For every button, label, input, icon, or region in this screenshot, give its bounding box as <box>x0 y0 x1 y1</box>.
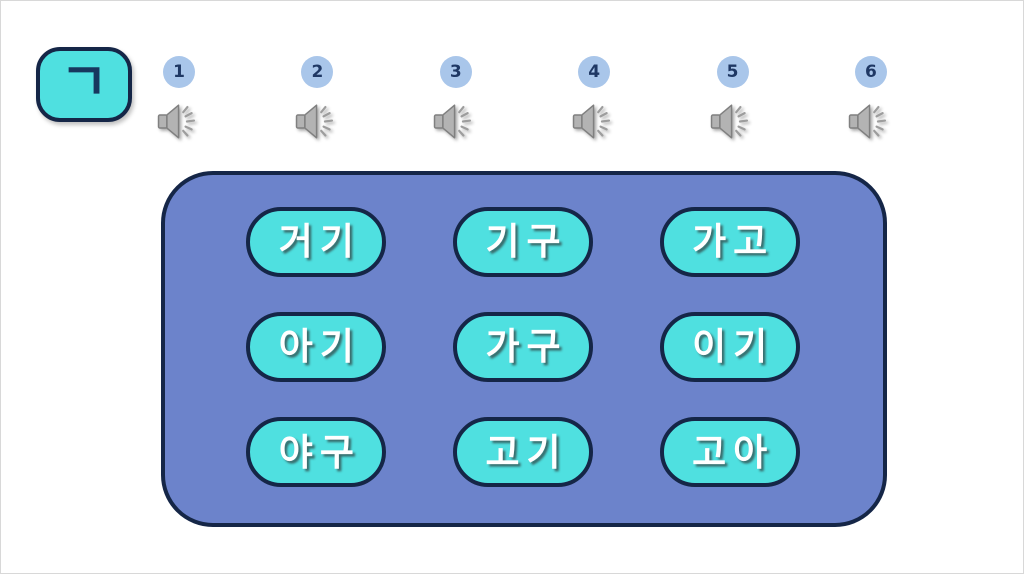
word-label: 거기 <box>278 220 361 264</box>
audio-track-2: 2 <box>289 56 345 142</box>
audio-track-4: 4 <box>566 56 622 142</box>
word-button[interactable]: 거기 <box>246 206 387 277</box>
word-label: 가고 <box>692 220 775 264</box>
audio-number-badge: 5 <box>716 56 749 88</box>
consonant-label: ㄱ <box>60 52 108 113</box>
word-label: 야구 <box>278 430 361 474</box>
speaker-icon[interactable] <box>709 101 756 142</box>
word-button[interactable]: 이기 <box>659 311 800 382</box>
word-label: 고기 <box>485 430 568 474</box>
word-label: 아기 <box>278 325 361 369</box>
word-label: 기구 <box>485 220 568 264</box>
word-button[interactable]: 아기 <box>246 311 387 382</box>
word-button[interactable]: 가고 <box>659 206 800 277</box>
word-label: 고아 <box>692 430 775 474</box>
word-button[interactable]: 고기 <box>452 417 593 488</box>
audio-track-row: 1 2 <box>151 56 899 142</box>
audio-number-badge: 4 <box>578 56 611 88</box>
word-button[interactable]: 야구 <box>246 417 387 488</box>
audio-track-1: 1 <box>151 56 207 142</box>
speaker-icon[interactable] <box>294 101 341 142</box>
audio-track-3: 3 <box>428 56 484 142</box>
speaker-icon[interactable] <box>156 101 203 142</box>
audio-track-5: 5 <box>705 56 761 142</box>
audio-number-badge: 2 <box>301 56 334 88</box>
word-button[interactable]: 고아 <box>659 417 800 488</box>
word-button[interactable]: 기구 <box>452 206 593 277</box>
audio-number-badge: 1 <box>163 56 195 88</box>
speaker-icon[interactable] <box>571 101 618 142</box>
audio-number-badge: 3 <box>439 56 472 88</box>
consonant-tile: ㄱ <box>36 47 132 122</box>
word-label: 이기 <box>692 325 775 369</box>
word-label: 가구 <box>485 325 568 369</box>
word-button[interactable]: 가구 <box>452 311 593 382</box>
word-board: 거기 기구 가고 아기 가구 이기 야구 고기 고아 <box>161 171 887 527</box>
audio-number-badge: 6 <box>854 56 887 88</box>
audio-track-6: 6 <box>843 56 899 142</box>
speaker-icon[interactable] <box>847 101 894 142</box>
speaker-icon[interactable] <box>432 101 479 142</box>
